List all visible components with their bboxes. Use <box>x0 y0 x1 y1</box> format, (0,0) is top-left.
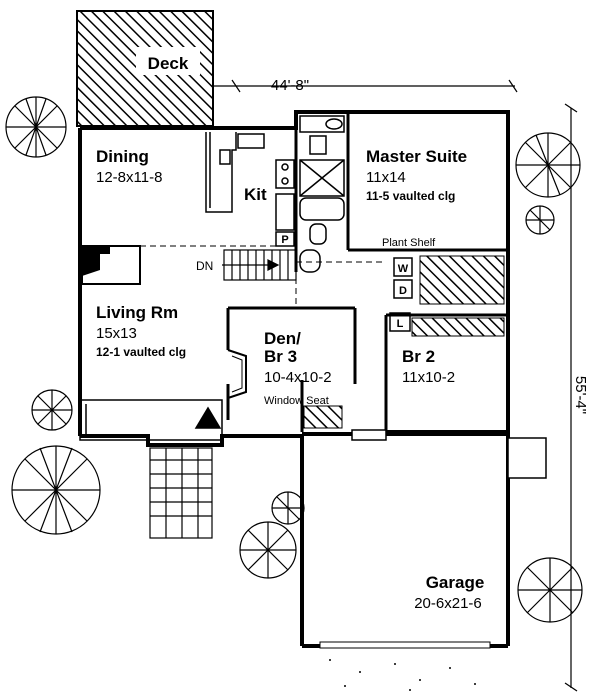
depth-dimension-label: 55'-4" <box>572 376 589 414</box>
window-seat-label: Window Seat <box>264 395 329 407</box>
master-bath-fixtures <box>299 115 345 273</box>
master-suite-room: Master Suite 11x14 11-5 vaulted clg <box>366 147 467 203</box>
deck-label: Deck <box>148 54 189 73</box>
width-dimension <box>213 79 518 93</box>
dining-size: 12-8x11-8 <box>96 169 162 186</box>
garage-door <box>319 641 491 649</box>
den-name-2: Br 3 <box>264 347 297 366</box>
entry-landing <box>351 429 387 441</box>
tree-icon <box>239 521 297 579</box>
dryer-label: D <box>399 285 407 297</box>
living-size: 15x13 <box>96 325 137 342</box>
width-dimension-label: 44'-8" <box>271 77 309 94</box>
master-name: Master Suite <box>366 147 467 166</box>
pantry-label: P <box>281 234 288 246</box>
kitchen-counters <box>205 132 295 247</box>
tree-icon <box>515 132 581 198</box>
den-size: 10-4x10-2 <box>264 369 332 386</box>
bay-window <box>227 349 247 399</box>
deck: Deck <box>76 10 214 127</box>
fireplace <box>81 245 141 285</box>
dining-room: Dining 12-8x11-8 <box>96 147 162 186</box>
living-room: Living Rm 15x13 12-1 vaulted clg <box>96 303 186 359</box>
garage-walls <box>300 432 510 648</box>
plant-shelf-label: Plant Shelf <box>382 237 436 249</box>
stair-down-label: DN <box>196 259 213 273</box>
front-steps <box>149 447 213 539</box>
driveway-dots <box>329 659 476 691</box>
garage-size: 20-6x21-6 <box>414 595 482 612</box>
depth-dimension <box>564 103 578 692</box>
den-name: Den/ <box>264 329 301 348</box>
tree-icon <box>271 491 305 525</box>
br2-size: 11x10-2 <box>402 369 455 386</box>
garage-room: Garage 20-6x21-6 <box>414 573 484 612</box>
master-note: 11-5 vaulted clg <box>366 189 455 203</box>
tree-icon <box>517 557 583 623</box>
living-note: 12-1 vaulted clg <box>96 345 186 359</box>
dining-name: Dining <box>96 147 149 166</box>
interior-walls <box>226 112 508 432</box>
br2-room: Br 2 11x10-2 <box>402 347 455 386</box>
washer-label: W <box>398 263 409 275</box>
master-size: 11x14 <box>366 169 406 186</box>
side-stoop <box>507 437 547 479</box>
linen-label: L <box>397 318 404 330</box>
kitchen-name: Kit <box>244 185 267 204</box>
stair <box>222 249 297 281</box>
living-name: Living Rm <box>96 303 178 322</box>
laundry-closets <box>303 255 505 429</box>
den-room: Den/ Br 3 10-4x10-2 <box>264 329 332 386</box>
tree-icon <box>31 389 73 431</box>
tree-icon <box>525 205 555 235</box>
garage-name: Garage <box>426 573 485 592</box>
tree-icon <box>5 96 67 158</box>
tree-icon <box>11 445 101 535</box>
br2-name: Br 2 <box>402 347 435 366</box>
front-porch <box>79 399 223 441</box>
dashed-openings <box>140 245 386 308</box>
